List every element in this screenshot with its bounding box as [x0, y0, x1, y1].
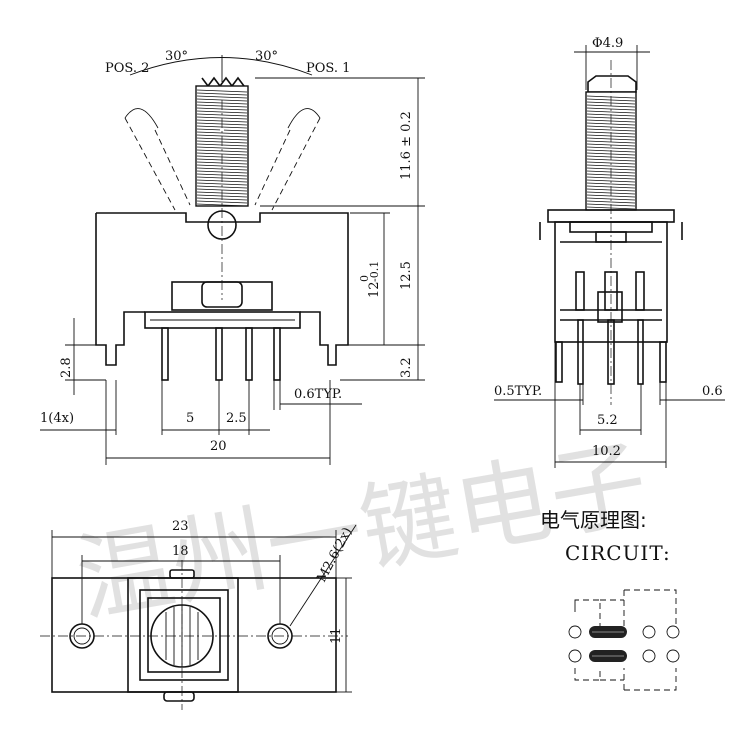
actuator-slider — [201, 281, 243, 308]
circuit-title-cn: 电气原理图: — [540, 508, 647, 532]
pos1-label: POS. 1 — [306, 61, 350, 76]
shaft-length-dim: 11.6 ± 0.2 — [399, 111, 414, 180]
shaft-dia-dim: Φ4.9 — [592, 36, 623, 51]
pitch-5-2-dim: 5.2 — [597, 413, 618, 428]
pos2-ghost-top — [124, 108, 159, 129]
pos1-ghost-top — [287, 108, 321, 129]
pitch-2-5-dim: 2.5 — [226, 411, 247, 426]
pin-3-2-dim: 3.2 — [399, 357, 414, 378]
front-view: POS. 2 POS. 1 30° 30° — [40, 49, 425, 465]
width-20-dim: 20 — [210, 439, 227, 454]
top-inner-box — [147, 597, 221, 673]
top-inner-frame — [139, 589, 229, 681]
circuit-section: 电气原理图: CIRCUIT: — [540, 508, 680, 691]
height-12-dim: 12 — [367, 281, 382, 298]
angle-right-label: 30° — [255, 49, 278, 64]
circuit-terminals — [568, 625, 680, 663]
height-12-5-dim: 12.5 — [399, 261, 414, 290]
pin-typ-front-dim: 0.6TYP. — [294, 387, 342, 402]
circuit-link-top-left — [574, 599, 624, 626]
circuit-title-en: CIRCUIT: — [565, 541, 671, 565]
length-23-dim: 23 — [172, 519, 189, 534]
pos1-ghost-lever — [254, 117, 321, 211]
angle-arc — [129, 57, 313, 76]
height-12-tol-upper: 0 — [358, 275, 371, 282]
height-12-tol-lower: -0.1 — [368, 261, 381, 282]
height-11-dim: 11 — [329, 627, 344, 644]
pos2-ghost-lever — [124, 117, 191, 211]
side-pin-width-dim: 0.6 — [702, 384, 723, 399]
pitch-5-dim: 5 — [186, 411, 194, 426]
front-pins — [161, 327, 281, 381]
pos2-label: POS. 2 — [105, 61, 149, 76]
circuit-link-top-right — [623, 589, 677, 626]
hole-pitch-18-dim: 18 — [172, 544, 189, 559]
angle-left-label: 30° — [165, 49, 188, 64]
side-view: Φ4.9 0.5TYP. 0.6 5.2 — [494, 36, 725, 468]
front-frame — [95, 212, 349, 366]
side-pin-typ-dim: 0.5TYP. — [494, 384, 542, 399]
circuit-link-bottom-left — [574, 668, 624, 681]
circuit-link-bottom-right — [623, 668, 677, 691]
side-shaft-cap — [587, 75, 637, 93]
pin-width-4x-dim: 1(4x) — [40, 411, 74, 426]
width-10-2-dim: 10.2 — [592, 444, 621, 459]
pin-2-8-dim: 2.8 — [59, 357, 74, 378]
